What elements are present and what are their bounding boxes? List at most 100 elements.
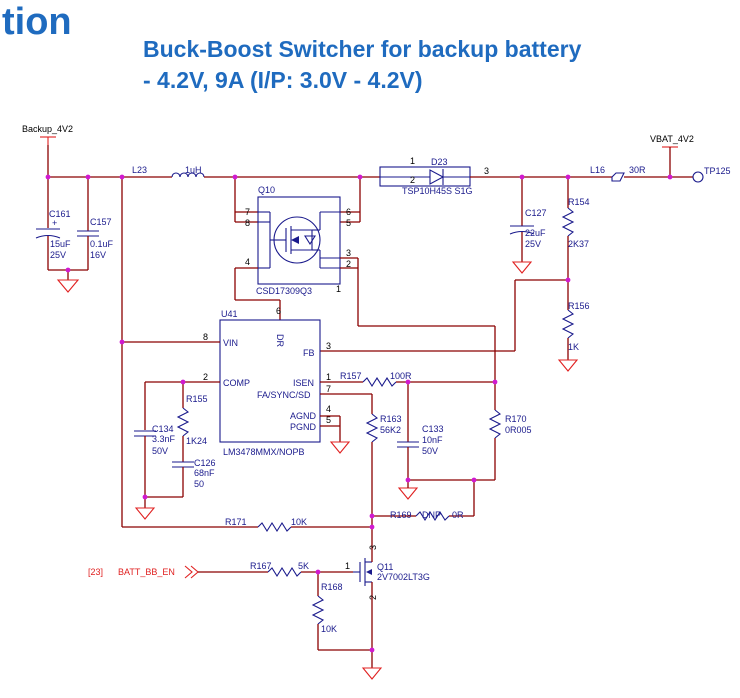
u41-pgnd: PGND (290, 422, 317, 432)
batt-en-label: BATT_BB_EN (118, 567, 175, 577)
l16-ref: L16 (590, 165, 605, 175)
q10-pin6: 6 (346, 207, 351, 217)
ic-u41: U41 LM3478MMX/NOPB VIN COMP ISEN FA/SYNC… (203, 306, 331, 457)
c133-ref: C133 (422, 424, 444, 434)
u41-fb: FB (303, 348, 315, 358)
c126-volt: 50 (194, 479, 204, 489)
u41-pin2: 2 (203, 372, 208, 382)
c127-ref: C127 (525, 208, 547, 218)
resistor-r154: R154 2K37 (561, 177, 590, 310)
u41-fasync: FA/SYNC/SD (257, 390, 311, 400)
vbat-power-port: VBAT_4V2 (650, 134, 694, 177)
page-title-line1: Buck-Boost Switcher for backup battery (143, 36, 582, 62)
d23-pin3: 3 (484, 166, 489, 176)
r170-value: 0R005 (505, 425, 532, 435)
comp-network: C134 3.3nF 50V R155 1K24 C126 68nF 50 (134, 381, 220, 520)
r155-ref: R155 (186, 394, 208, 404)
d23-value: TSP10H45S S1G (402, 186, 473, 196)
u41-ref: U41 (221, 309, 238, 319)
q10-pin5: 5 (346, 218, 351, 228)
r168-value: 10K (321, 624, 337, 634)
c127-volt: 25V (525, 239, 541, 249)
q10-pin3: 3 (346, 248, 351, 258)
u41-pin4: 4 (326, 404, 331, 414)
inductor-l23: L23 1uH (132, 165, 380, 178)
r156-ref: R156 (568, 301, 590, 311)
c157-value: 0.1uF (90, 239, 114, 249)
q11-value: 2V7002LT3G (377, 572, 430, 582)
q10-ref: Q10 (258, 185, 275, 195)
u41-pin7: 7 (326, 384, 331, 394)
l23-value: 1uH (185, 165, 202, 175)
title-fragment: tion (2, 1, 72, 43)
r167-value: 5K (298, 561, 309, 571)
c134-volt: 50V (152, 446, 168, 456)
q11-pin3: 3 (368, 545, 378, 550)
c133-value: 10nF (422, 435, 443, 445)
backup-power-port: Backup_4V2 (22, 124, 73, 145)
c126-ref: C126 (194, 458, 216, 468)
r154-value: 2K37 (568, 239, 589, 249)
resistor-r156: R156 1K (557, 301, 590, 372)
net-backup-label: Backup_4V2 (22, 124, 73, 134)
feedback-wire (320, 279, 568, 352)
c161-ref: C161 (49, 209, 71, 219)
u41-pin5: 5 (326, 415, 331, 425)
q10-pin4: 4 (245, 257, 250, 267)
capacitor-c161: C161 + 15uF 25V (35, 177, 88, 271)
testpoint-tp125: TP125 (692, 166, 731, 183)
mosfet-q11: Q11 2V7002LT3G 1 3 2 (345, 545, 430, 680)
resistor-r171: R171 10K (122, 517, 372, 533)
u41-vin: VIN (223, 338, 238, 348)
u41-value: LM3478MMX/NOPB (223, 447, 305, 457)
batt-bb-en-port: [23] BATT_BB_EN (88, 565, 268, 579)
r167-ref: R167 (250, 561, 272, 571)
r154-ref: R154 (568, 197, 590, 207)
u41-comp: COMP (223, 378, 250, 388)
tp125-label: TP125 (704, 166, 731, 176)
resistor-r168: R168 10K (311, 572, 372, 651)
r163-ref: R163 (380, 414, 402, 424)
r156-value: 1K (568, 342, 579, 352)
d23-pin2: 2 (410, 175, 415, 185)
page-title-line2: - 4.2V, 9A (I/P: 3.0V - 4.2V) (143, 67, 423, 93)
u41-pin6: 6 (276, 306, 281, 316)
c127-value: 22uF (525, 228, 546, 238)
c134-ref: C134 (152, 424, 174, 434)
c134-value: 3.3nF (152, 434, 176, 444)
ground-symbol-input (56, 270, 80, 293)
r170-ref: R170 (505, 414, 527, 424)
capacitor-c127: C127 22uF 25V (509, 177, 547, 274)
q11-pin1: 1 (345, 561, 350, 571)
q10-pin7: 7 (245, 207, 250, 217)
u41-pin1: 1 (326, 372, 331, 382)
q10-value: CSD17309Q3 (256, 286, 312, 296)
r171-value: 10K (291, 517, 307, 527)
c157-volt: 16V (90, 250, 106, 260)
q10-pin1: 1 (336, 284, 341, 294)
r163-value: 56K2 (380, 425, 401, 435)
l23-ref: L23 (132, 165, 147, 175)
resistor-r170: R170 0R005 (408, 409, 532, 481)
c161-volt: 25V (50, 250, 66, 260)
switch-node-wires (234, 177, 361, 223)
r157-ref: R157 (340, 371, 362, 381)
resistor-r167: R167 5K (250, 561, 353, 578)
r169-ref: R169 (390, 510, 412, 520)
r155-value: 1K24 (186, 436, 207, 446)
u41-isen: ISEN (293, 378, 314, 388)
resistor-r157: R157 100R (320, 371, 495, 388)
junction-dots (45, 174, 673, 653)
source-sense-wire (340, 257, 496, 410)
capacitor-c133: C133 10nF 50V (397, 382, 444, 500)
u41-dr: DR (275, 334, 285, 347)
resistor-r163: R163 56K2 (320, 393, 402, 557)
u41-pin8: 8 (203, 332, 208, 342)
r157-value: 100R (390, 371, 412, 381)
c126-value: 68nF (194, 468, 215, 478)
r168-ref: R168 (321, 582, 343, 592)
net-vbat-label: VBAT_4V2 (650, 134, 694, 144)
c157-ref: C157 (90, 217, 112, 227)
c133-volt: 50V (422, 446, 438, 456)
